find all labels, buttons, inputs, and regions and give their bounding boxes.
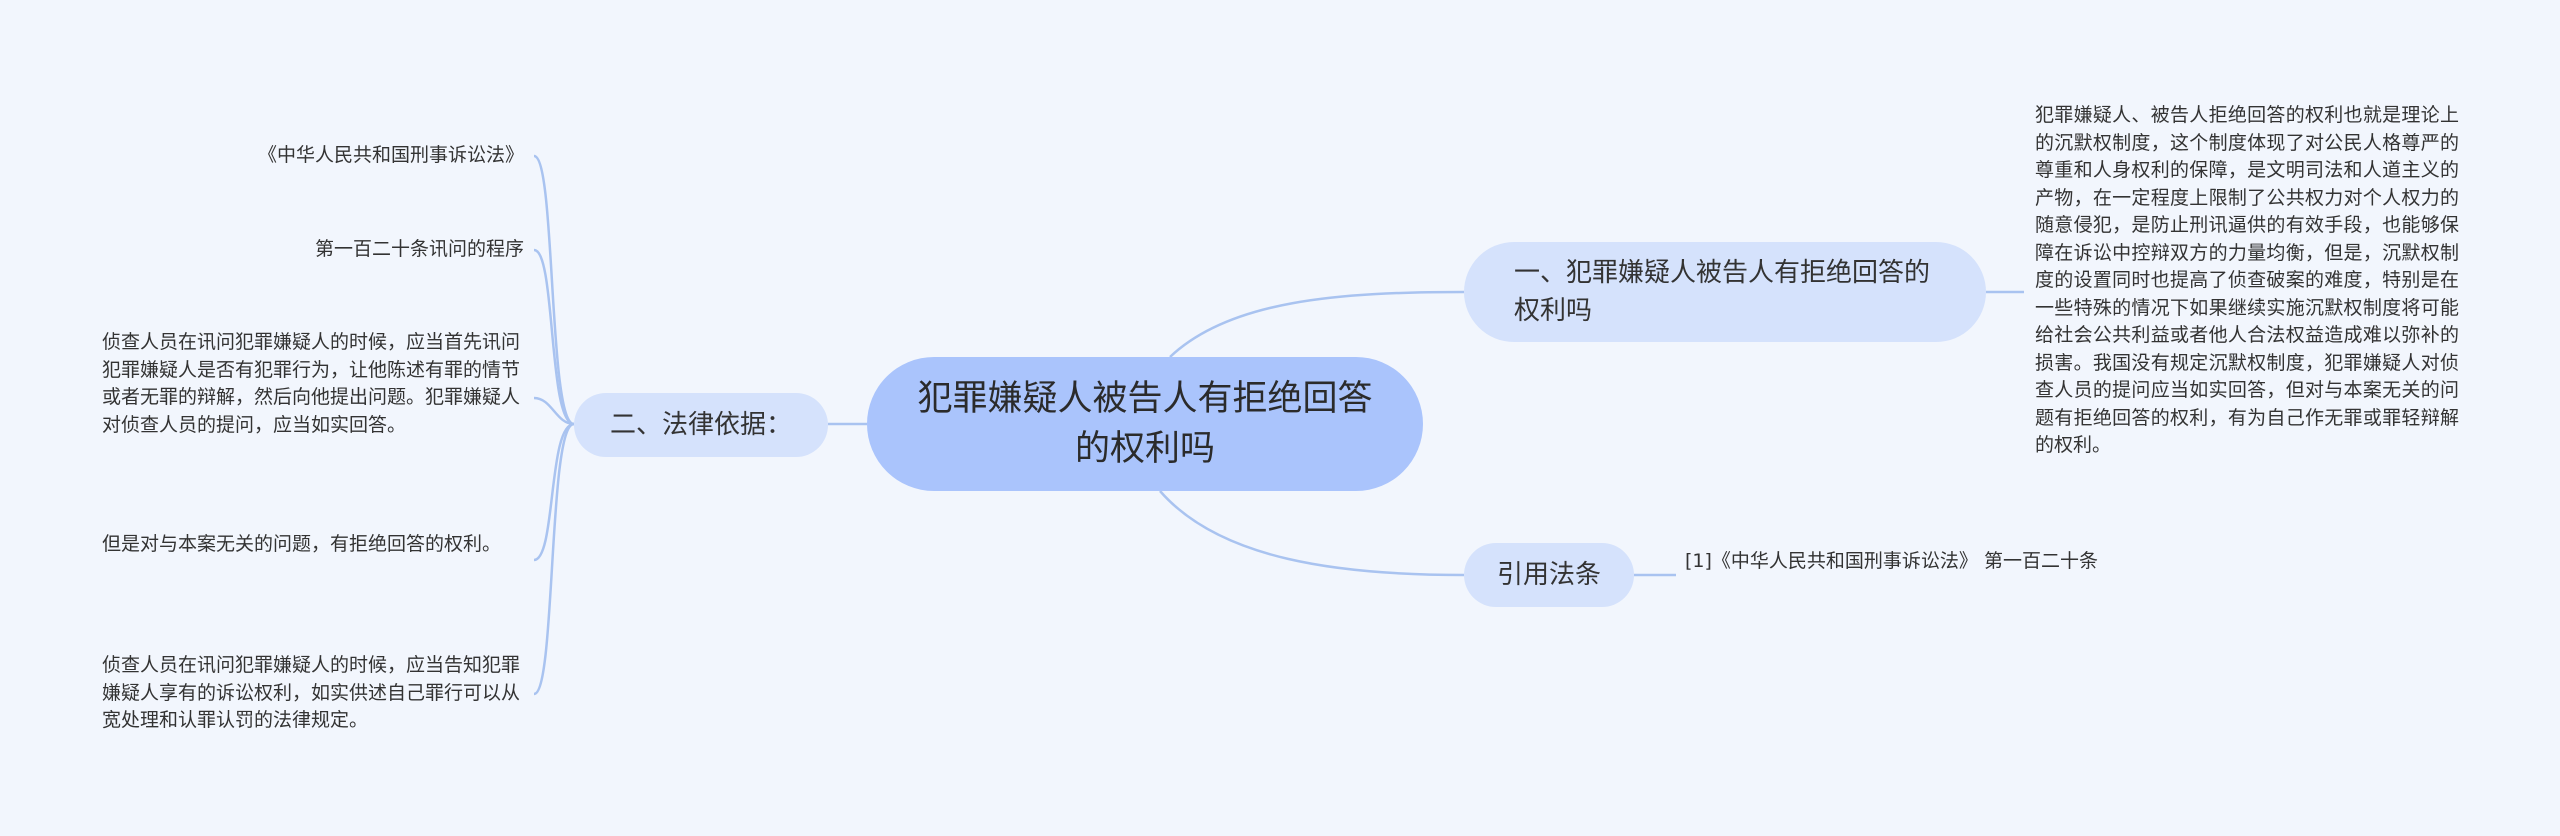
topic-legal-basis-label: 二、法律依据： <box>609 410 792 440</box>
topic-right-to-refuse-question-label: 一、犯罪嫌疑人被告人有拒绝回答的权利吗 <box>1514 258 1931 326</box>
connector-legal-basis-to-leaf-3 <box>533 396 575 426</box>
topic-explanation-text[interactable]: 犯罪嫌疑人、被告人拒绝回答的权利也就是理论上的沉默权制度，这个制度体现了对公民人… <box>2035 104 2459 456</box>
legal-basis-leaf-unrelated-questions[interactable]: 但是对与本案无关的问题，有拒绝回答的权利。 <box>102 533 502 555</box>
connector-root-to-cited-articles <box>1159 490 1465 577</box>
root-topic-label: 犯罪嫌疑人被告人有拒绝回答的权利吗 <box>917 379 1373 469</box>
connector-legal-basis-to-leaf-2 <box>533 248 575 426</box>
connector-legal-basis-to-leaf-5 <box>533 422 575 696</box>
connector-legal-basis-to-leaf-4 <box>533 422 575 562</box>
legal-basis-leaf-notify-rights[interactable]: 侦查人员在讯问犯罪嫌疑人的时候，应当告知犯罪嫌疑人享有的诉讼权利，如实供述自己罪… <box>102 654 521 731</box>
connector-legal-basis-to-leaf-1 <box>533 154 575 426</box>
topic-legal-basis[interactable]: 二、法律依据： <box>574 393 828 457</box>
legal-basis-leaf-law-title[interactable]: 《中华人民共和国刑事诉讼法》 <box>257 144 524 166</box>
legal-basis-leaf-interrogation-rule[interactable]: 侦查人员在讯问犯罪嫌疑人的时候，应当首先讯问犯罪嫌疑人是否有犯罪行为，让他陈述有… <box>102 331 521 436</box>
connector-root-to-legal-right-question <box>1169 290 1465 358</box>
topic-cited-article-text[interactable]: [1]《中华人民共和国刑事诉讼法》 第一百二十条 <box>1685 550 2098 572</box>
legal-basis-leaf-article-title[interactable]: 第一百二十条讯问的程序 <box>314 238 524 260</box>
root-topic[interactable]: 犯罪嫌疑人被告人有拒绝回答的权利吗 <box>867 357 1423 491</box>
topic-right-to-refuse-question[interactable]: 一、犯罪嫌疑人被告人有拒绝回答的权利吗 <box>1464 242 1986 342</box>
topic-cited-articles-label: 引用法条 <box>1496 560 1601 590</box>
topic-cited-articles[interactable]: 引用法条 <box>1464 543 1634 607</box>
